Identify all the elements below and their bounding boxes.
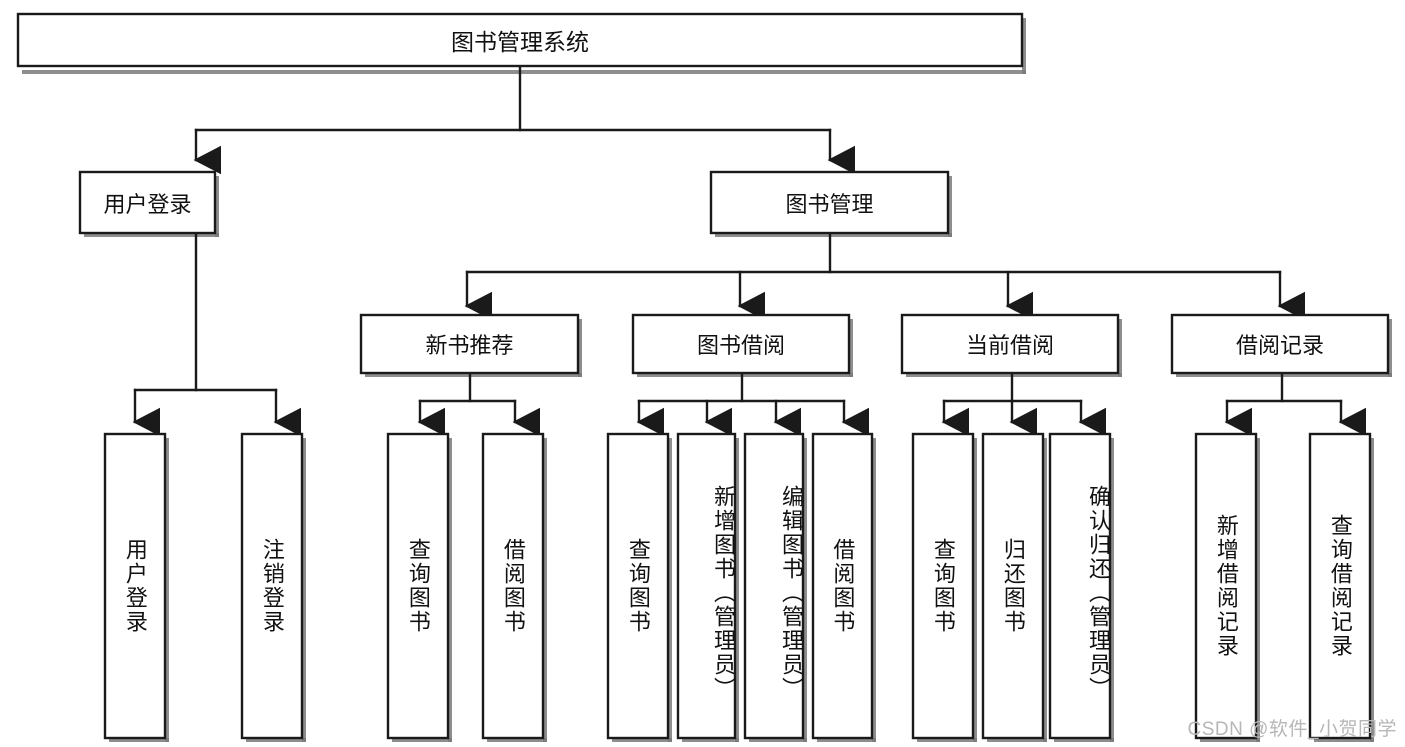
node-box-leaf-add-borrow-record	[1194, 432, 1258, 740]
node-box-new-book-recommend	[359, 313, 580, 375]
connector-lines	[132, 64, 1367, 437]
node-box-book-manage	[709, 170, 950, 235]
node-box-leaf-query-borrow-record	[1308, 432, 1372, 740]
box-shadows	[22, 18, 1392, 742]
node-box-leaf-borrow-book-2	[811, 432, 874, 740]
watermark-text: CSDN @软件_小贺同学	[1187, 719, 1397, 740]
node-box-leaf-borrow-book-1	[481, 432, 545, 740]
node-box-leaf-query-book-2	[606, 432, 670, 740]
node-box-leaf-logout-login	[240, 432, 304, 740]
node-box-leaf-return-book	[981, 432, 1045, 740]
node-box-leaf-edit-book-admin	[743, 432, 805, 740]
node-boxes	[16, 12, 1390, 740]
node-box-leaf-add-book-admin	[676, 432, 737, 740]
node-box-root	[16, 12, 1024, 68]
node-box-current-borrow	[900, 313, 1120, 375]
node-box-borrow-record	[1170, 313, 1390, 375]
node-box-leaf-user-login	[103, 432, 167, 740]
node-box-user-login	[78, 170, 217, 235]
node-box-leaf-confirm-return-admin	[1048, 432, 1112, 740]
node-box-leaf-query-book-1	[386, 432, 450, 740]
node-box-leaf-query-book-3	[911, 432, 975, 740]
node-box-book-borrow	[631, 313, 851, 375]
